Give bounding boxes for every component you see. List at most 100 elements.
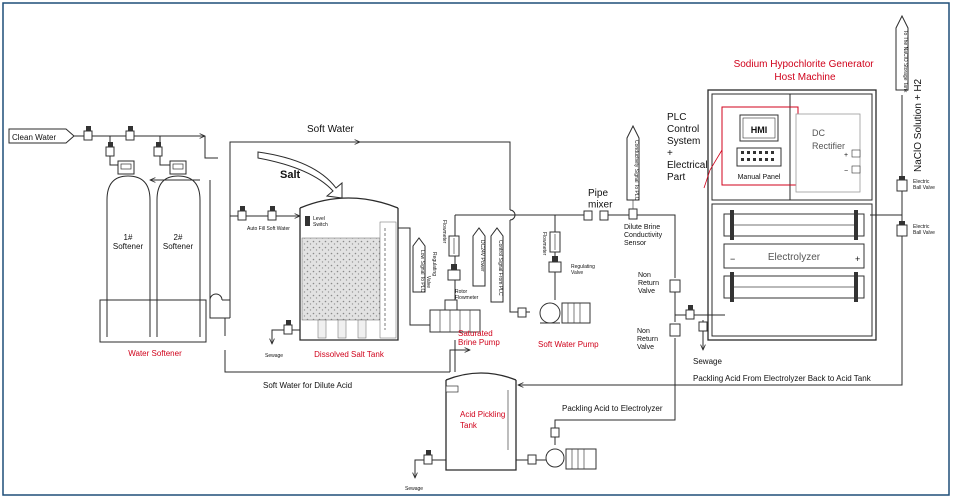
label-line: Electric xyxy=(913,224,930,230)
label-line: Valve xyxy=(571,270,583,276)
brine-regulating-valve-label: RegulatingValve xyxy=(425,252,437,288)
acid-tank-drain-valve[interactable] xyxy=(423,450,433,465)
label-line: Switch xyxy=(313,222,328,228)
soft-water-acid-label: Soft Water for Dilute Acid xyxy=(263,381,352,390)
electrolyzer-label: Electrolyzer xyxy=(768,252,821,263)
label-line: Pipe xyxy=(588,188,608,199)
plc-callout-line xyxy=(703,149,723,189)
acid-pump-outlet-valve[interactable] xyxy=(550,427,560,438)
salt-bed xyxy=(301,237,381,321)
softener-valve-1[interactable] xyxy=(105,142,115,157)
label-line: Return xyxy=(637,336,658,343)
electrolyzer-minus-icon: − xyxy=(730,254,735,264)
label-line: Regulating xyxy=(431,252,437,276)
auto-fill-valve-1[interactable] xyxy=(237,206,247,221)
inlet-valve-2[interactable] xyxy=(125,126,135,141)
label-line: Ball Valve xyxy=(913,230,935,236)
host-title-line-1: Sodium Hypochlorite Generator xyxy=(734,59,875,70)
salt-tank-drain-valve[interactable] xyxy=(283,320,293,335)
auto-fill-label: Auto Fill Soft Water xyxy=(247,226,290,232)
clean-water-label: Clean Water xyxy=(12,133,57,142)
salt-label: Salt xyxy=(280,169,301,181)
dc-rectifier-label: DC Rectifier xyxy=(812,128,845,151)
label-line: 2# xyxy=(174,233,183,242)
plc-line-5: Electrical xyxy=(667,160,708,171)
acid-tank-title-line-1: Acid Pickling xyxy=(460,410,505,419)
acid-pump-inlet-valve[interactable] xyxy=(527,454,537,465)
soft-water-inlet-valve[interactable] xyxy=(517,307,527,318)
clean-water-inlet: Clean Water xyxy=(8,128,75,144)
electrolyzer-plus-icon: + xyxy=(855,254,860,264)
soft-water-label: Soft Water xyxy=(307,124,355,135)
label-line: Conductivity xyxy=(624,232,663,239)
storage-tank-label: To The NaClO Storage Tank xyxy=(902,30,908,93)
softener-control-head-1 xyxy=(117,160,135,175)
electrolyzer-drain-valve[interactable] xyxy=(698,321,708,332)
dc-rectifier-box xyxy=(795,113,861,193)
acid-tank-drain: Sewage xyxy=(405,459,446,492)
low-signal-label: Low Signal To PLC xyxy=(419,250,425,293)
plc-line-1: PLC xyxy=(667,112,686,123)
soft-water-pump[interactable]: Soft Water Pump xyxy=(538,302,599,349)
label-line: Saturated xyxy=(458,329,493,338)
acid-tank-title-line-2: Tank xyxy=(460,421,478,430)
label-line: Valve xyxy=(638,288,655,295)
brine-cabinet xyxy=(99,299,207,343)
soft-water-flowmeter-label: Flowmeter xyxy=(541,232,547,256)
label-line: Softener xyxy=(113,242,144,251)
control-signal-tag: Control Signal From PLC xyxy=(490,227,504,303)
hmi-label: HMI xyxy=(751,125,768,135)
salt-tank-drain: Sewage xyxy=(265,329,300,359)
label-line: Non xyxy=(637,328,650,335)
label-line: Non xyxy=(638,272,651,279)
low-signal-tag: Low Signal To PLC xyxy=(412,237,426,293)
plc-label: PLC Control System + Electrical Part xyxy=(667,112,710,183)
electrolyzer: Electrolyzer − + xyxy=(723,210,865,302)
inlet-valve-1[interactable] xyxy=(83,126,93,141)
hmi-screen[interactable] xyxy=(739,114,779,142)
softener-control-head-2 xyxy=(169,160,187,175)
naclo-outlet: To The NaClO Storage Tank NaClO Solution… xyxy=(870,14,924,372)
rectifier-minus-icon: − xyxy=(844,168,848,175)
electrolyzer-feed-valve[interactable] xyxy=(685,305,695,320)
label-line: Level xyxy=(313,216,325,222)
water-softener-group: 1#Softener 2#Softener Water Softener xyxy=(99,160,207,358)
inlet-piping xyxy=(74,136,218,180)
manual-panel-buttons[interactable] xyxy=(736,147,782,167)
conductivity-signal-label: Conductivity Signal To PLC xyxy=(633,140,639,201)
manual-panel-label: Manual Panel xyxy=(738,174,781,181)
label-line: 1# xyxy=(124,233,133,242)
label-line: Softener xyxy=(163,242,194,251)
softener-valve-2[interactable] xyxy=(153,142,163,157)
host-title: Sodium Hypochlorite Generator Host Machi… xyxy=(734,59,877,83)
softener-1-label: 1#Softener xyxy=(113,233,144,251)
acid-pump[interactable] xyxy=(516,448,597,470)
plc-line-6: Part xyxy=(667,172,686,183)
label-line: mixer xyxy=(588,200,613,211)
label-line: Dilute Brine xyxy=(624,224,660,231)
brine-flowmeter-label: Flowmeter xyxy=(441,220,447,244)
brine-regulating-valve[interactable] xyxy=(447,264,461,281)
valves-sewage-label: Sewage xyxy=(693,357,722,366)
label-line: Valve xyxy=(637,344,654,351)
auto-fill-valve-2[interactable] xyxy=(267,206,277,221)
acid-tank-title: Acid Pickling Tank xyxy=(460,410,508,430)
brine-piping xyxy=(398,214,590,372)
